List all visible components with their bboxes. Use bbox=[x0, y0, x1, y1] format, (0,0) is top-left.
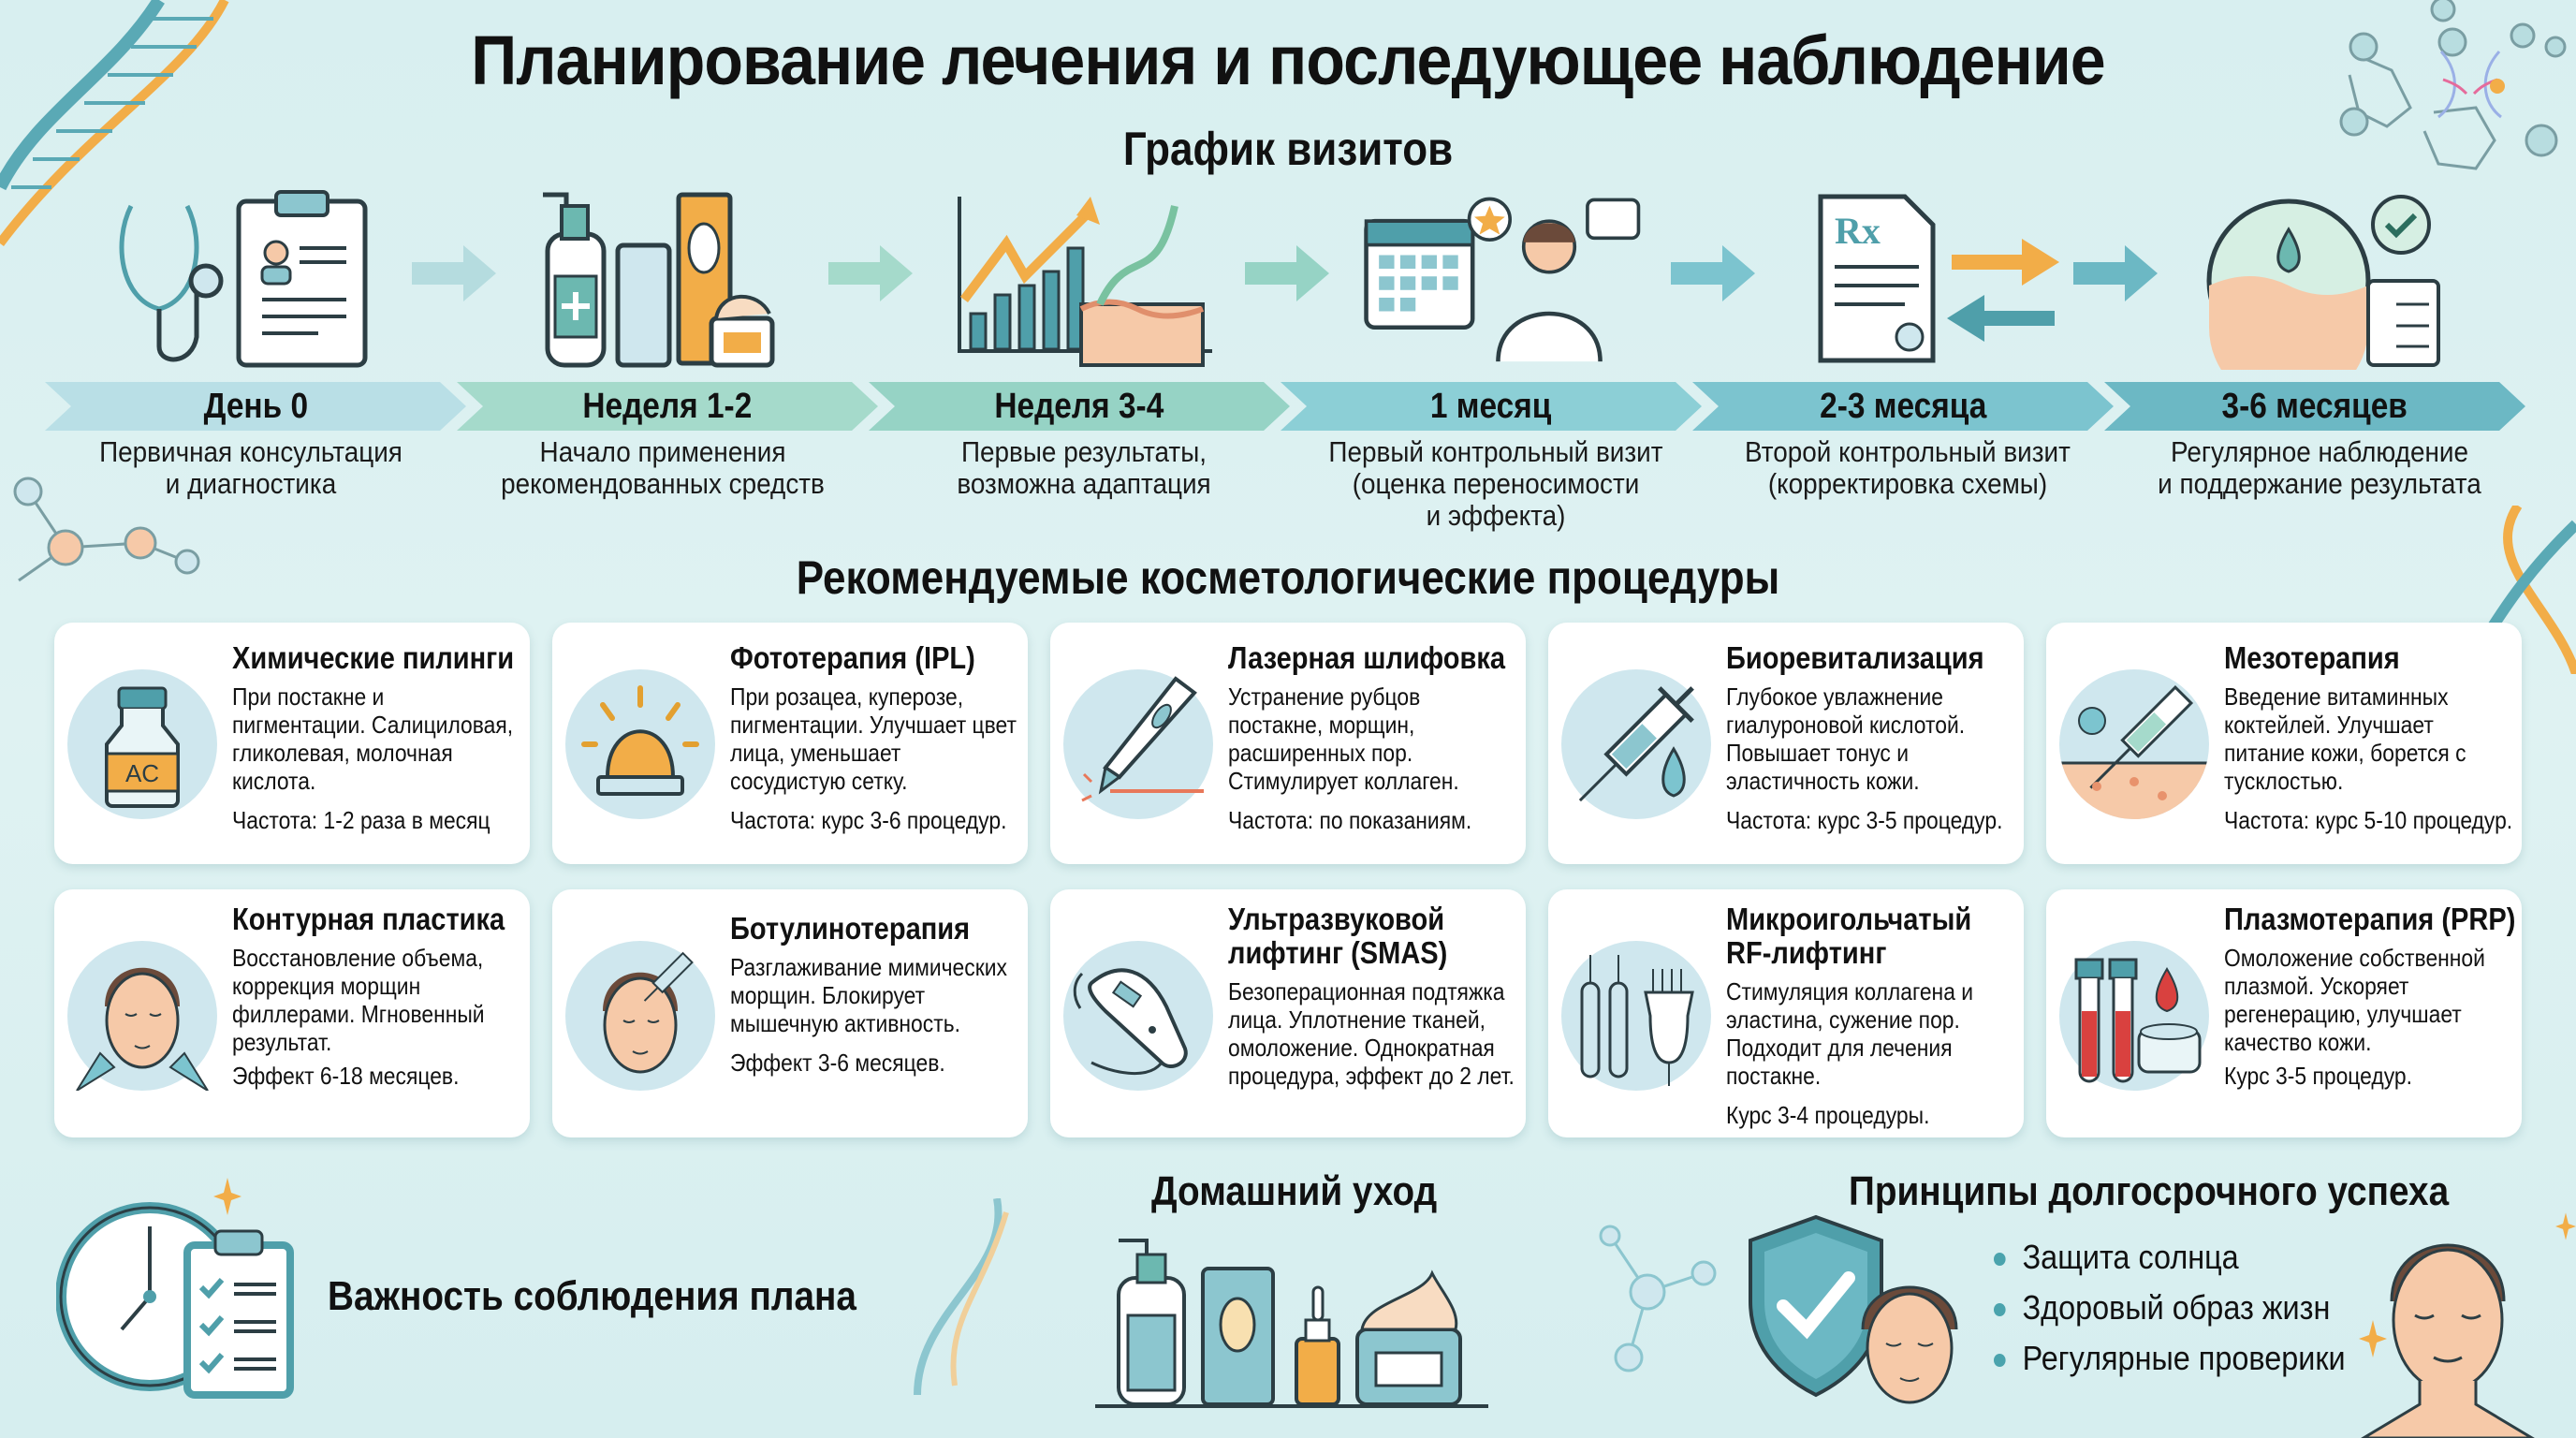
growth-chart-icon bbox=[958, 197, 1212, 367]
procedure-frequency: Частота: 1-2 раза в месяц bbox=[232, 806, 490, 834]
arrow-right-icon bbox=[1671, 245, 1755, 301]
procedure-title: Биоревитализация bbox=[1726, 640, 1984, 675]
skincare-products-icon bbox=[543, 192, 775, 368]
schedule-title: График визитов bbox=[1122, 123, 1454, 175]
syringe-drop-icon bbox=[1561, 669, 1711, 819]
acid-bottle-icon: AC bbox=[67, 669, 217, 819]
procedure-description: Введение витаминных коктейлей. Улучшает … bbox=[2224, 682, 2466, 795]
stethoscope-clipboard-icon bbox=[119, 190, 368, 368]
procedure-card-mesotherapy[interactable]: Мезотерапия Введение витаминных коктейле… bbox=[2046, 623, 2522, 864]
timeline-step-month-1: 1 месяц bbox=[1281, 382, 1702, 431]
procedure-title: Фототерапия (IPL) bbox=[730, 640, 975, 675]
timeline-step-week-1-2: Неделя 1-2 bbox=[457, 382, 878, 431]
molecule-bottom-icon bbox=[1599, 1225, 1717, 1372]
procedure-title: Лазерная шлифовка bbox=[1228, 640, 1506, 675]
blood-tubes-icon bbox=[2059, 941, 2209, 1091]
principle-item: Регулярные проверики bbox=[1994, 1333, 2346, 1384]
procedure-title: Ботулинотерапия bbox=[730, 911, 971, 946]
procedure-description: Разглаживание мимических морщин. Блокиру… bbox=[730, 953, 1007, 1037]
procedure-card-chemical-peels[interactable]: AC Химические пилинги При постакне и пиг… bbox=[54, 623, 530, 864]
procedure-card-contour-plastic[interactable]: Контурная пластика Восстановление объема… bbox=[54, 889, 530, 1137]
procedure-card-ipl[interactable]: Фототерапия (IPL) При розацеа, куперозе,… bbox=[552, 623, 1028, 864]
page-title: Планирование лечения и последующее наблю… bbox=[471, 22, 2105, 99]
arrow-right-icon bbox=[2073, 245, 2158, 301]
face-small-icon bbox=[1861, 1285, 1958, 1404]
face-large-icon bbox=[2361, 1243, 2535, 1438]
procedure-description: Глубокое увлажнение гиалуроновой кислото… bbox=[1726, 682, 1966, 795]
clock-checklist-icon bbox=[56, 1202, 294, 1399]
home-care-title: Домашний уход bbox=[1151, 1168, 1438, 1214]
procedure-frequency: Частота: курс 3-6 процедур. bbox=[730, 806, 1007, 834]
procedure-title: Химические пилинги bbox=[232, 640, 515, 675]
ultrasound-device-icon bbox=[1063, 941, 1213, 1091]
sparkle-icon bbox=[2555, 1212, 2576, 1240]
compliance-label: Важность соблюдения плана bbox=[328, 1273, 856, 1319]
timeline-band: День 0 Неделя 1-2 Неделя 3-4 1 месяц 2-3… bbox=[45, 382, 2535, 431]
timeline-step-day-0: День 0 bbox=[45, 382, 466, 431]
procedures-title: Рекомендуемые косметологические процедур… bbox=[796, 551, 1780, 604]
skin-checklist-icon bbox=[2206, 195, 2440, 370]
procedure-card-botulinum[interactable]: Ботулинотерапия Разглаживание мимических… bbox=[552, 889, 1028, 1137]
procedure-description: При постакне и пигментации. Салициловая,… bbox=[232, 682, 514, 795]
arrow-right-icon bbox=[412, 245, 496, 301]
procedure-description: Восстановление объема, коррекция морщин … bbox=[232, 944, 485, 1056]
timeline-desc-month-1: Первый контрольный визит(оценка переноси… bbox=[1328, 435, 1663, 532]
principle-item: Здоровый образ жизн bbox=[1994, 1283, 2346, 1333]
timeline-step-month-2-3: 2-3 месяца bbox=[1692, 382, 2114, 431]
timeline-desc-month-2-3: Второй контрольный визит(корректировка с… bbox=[1745, 435, 2071, 500]
procedure-card-rf-microneedling[interactable]: Микроигольчатый RF-лифтинг Стимуляция ко… bbox=[1548, 889, 2024, 1137]
procedure-card-laser-resurfacing[interactable]: Лазерная шлифовка Устранение рубцов пост… bbox=[1050, 623, 1526, 864]
procedure-description: Безоперационная подтяжка лица. Уплотнени… bbox=[1228, 977, 1515, 1090]
calendar-doctor-icon bbox=[1364, 197, 1641, 362]
principle-item: Защита солнца bbox=[1994, 1232, 2346, 1283]
face-injection-icon bbox=[565, 941, 715, 1091]
arrow-right-icon bbox=[1245, 245, 1329, 301]
microneedle-device-icon bbox=[1561, 941, 1711, 1091]
procedure-title: Мезотерапия bbox=[2224, 640, 2400, 675]
procedure-frequency: Частота: по показаниям. bbox=[1228, 806, 1472, 834]
principles-title: Принципы долгосрочного успеха bbox=[1849, 1168, 2450, 1214]
procedure-frequency: Эффект 6-18 месяцев. bbox=[232, 1062, 460, 1090]
procedure-frequency: Эффект 3-6 месяцев. bbox=[730, 1049, 945, 1077]
molecule-logo-icon bbox=[2339, 0, 2567, 170]
dna-helix-small-icon bbox=[914, 1198, 1009, 1395]
procedure-description: Стимуляция коллагена и эластина, сужение… bbox=[1726, 977, 1974, 1090]
dna-helix-icon bbox=[0, 0, 229, 247]
svg-text:AC: AC bbox=[125, 759, 159, 787]
principles-list: Защита солнца Здоровый образ жизн Регуля… bbox=[1994, 1232, 2384, 1384]
timeline-step-week-3-4: Неделя 3-4 bbox=[869, 382, 1290, 431]
procedure-card-biorevitalization[interactable]: Биоревитализация Глубокое увлажнение гиа… bbox=[1548, 623, 2024, 864]
arrow-right-icon bbox=[828, 245, 913, 301]
sparkle-icon bbox=[2359, 1320, 2387, 1357]
procedure-frequency: Курс 3-4 процедуры. bbox=[1726, 1101, 1930, 1129]
procedure-title: Контурная пластика bbox=[232, 902, 505, 936]
procedure-frequency: Частота: курс 3-5 процедур. bbox=[1726, 806, 2003, 834]
home-care-products-icon bbox=[1095, 1239, 1488, 1408]
procedure-title: Ультразвуковой лифтинг (SMAS) bbox=[1228, 902, 1448, 970]
procedure-frequency: Курс 3-5 процедур. bbox=[2224, 1062, 2412, 1090]
procedure-description: При розацеа, куперозе, пигментации. Улуч… bbox=[730, 682, 1017, 795]
procedure-description: Устранение рубцов постакне, морщин, расш… bbox=[1228, 682, 1459, 795]
procedure-frequency: Частота: курс 5-10 процедур. bbox=[2224, 806, 2513, 834]
laser-pen-icon bbox=[1063, 669, 1213, 819]
timeline-desc-week-3-4: Первые результаты,возможна адаптация bbox=[957, 435, 1211, 500]
timeline-step-month-3-6: 3-6 месяцев bbox=[2104, 382, 2525, 431]
procedure-title: Плазмотерапия (PRP) bbox=[2224, 902, 2516, 936]
molecule-left-icon bbox=[13, 477, 200, 582]
svg-text:Rx: Rx bbox=[1835, 210, 1881, 252]
syringe-skin-icon bbox=[2059, 669, 2209, 819]
procedure-card-smas-lifting[interactable]: Ультразвуковой лифтинг (SMAS) Безопераци… bbox=[1050, 889, 1526, 1137]
light-lamp-icon bbox=[565, 669, 715, 819]
prescription-icon: Rx bbox=[1818, 194, 2059, 363]
sparkle-icon bbox=[213, 1178, 242, 1215]
face-filler-icon bbox=[67, 941, 217, 1092]
procedure-title: Микроигольчатый RF-лифтинг bbox=[1726, 902, 1972, 970]
procedure-card-prp[interactable]: Плазмотерапия (PRP) Омоложение собственн… bbox=[2046, 889, 2522, 1137]
procedure-description: Омоложение собственной плазмой. Ускоряет… bbox=[2224, 944, 2485, 1056]
